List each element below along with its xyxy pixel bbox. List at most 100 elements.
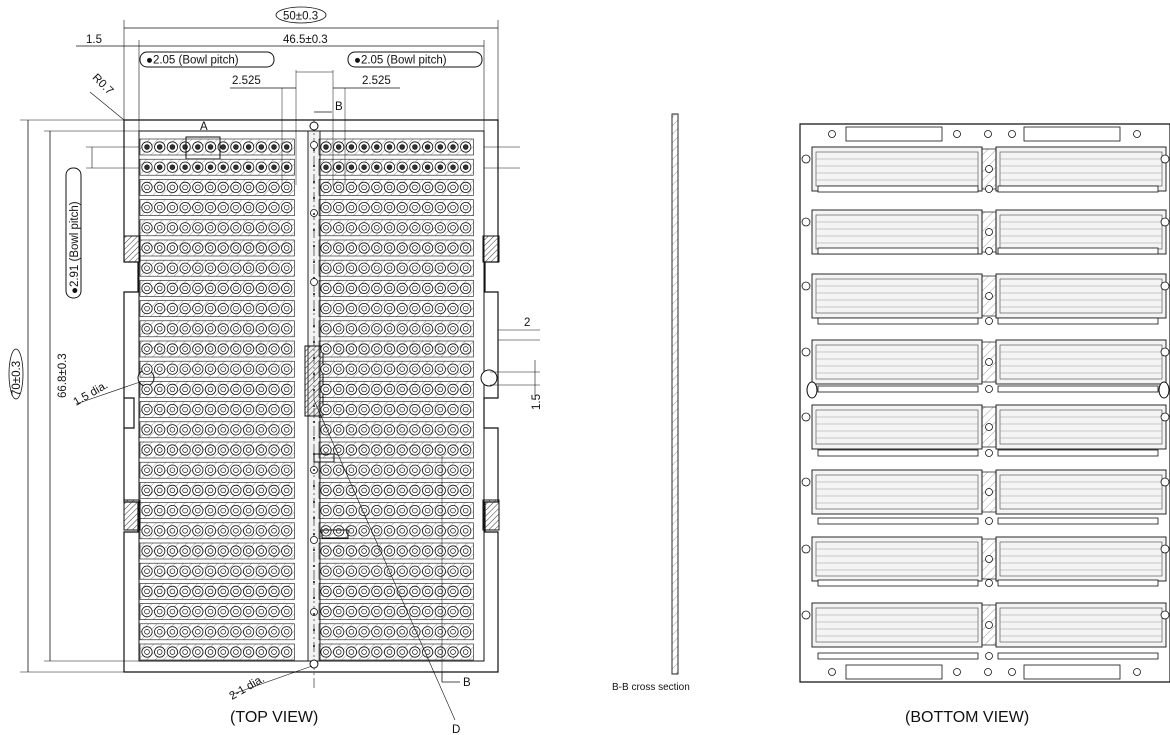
- pocket-bowl: [182, 406, 188, 413]
- bottom-view: (BOTTOM VIEW): [799, 123, 1170, 726]
- pocket-bowl: [462, 487, 469, 494]
- pocket-bowl: [437, 326, 444, 332]
- bottom-pocket-inner: [815, 474, 979, 510]
- pocket-bowl: [207, 305, 214, 312]
- channel-dot: [313, 213, 315, 215]
- pocket-bowl: [233, 487, 239, 494]
- section-mark-bottom: B: [463, 677, 471, 689]
- channel-dot: [313, 597, 315, 599]
- pocket-bowl: [156, 184, 163, 191]
- pocket-row: [318, 138, 474, 156]
- bottom-pocket-inner: [815, 344, 979, 380]
- pocket-bowl: [245, 427, 252, 433]
- pocket-bowl: [348, 346, 355, 352]
- pocket-bowl: [182, 204, 188, 211]
- pocket-bowl: [335, 528, 342, 534]
- pocket-bowl: [450, 164, 456, 170]
- pocket-bowl: [437, 245, 444, 251]
- pocket-bowl: [258, 467, 265, 473]
- pocket-bowl: [195, 588, 201, 595]
- pocket-bowl: [335, 366, 342, 372]
- pocket-bowl: [271, 184, 277, 191]
- pocket-bowl: [361, 346, 367, 352]
- pocket-bowl: [144, 588, 150, 595]
- pocket-grid: [139, 138, 474, 661]
- bottom-pocket-inner: [999, 607, 1163, 643]
- pocket-bowl: [399, 245, 405, 251]
- pocket-bowl: [335, 225, 342, 231]
- pocket-bowl: [424, 528, 431, 534]
- pocket-bowl: [207, 588, 214, 595]
- bottom-pocket-block: [995, 404, 1167, 450]
- pocket-bowl: [399, 346, 405, 352]
- pocket-bowl: [195, 568, 201, 574]
- pocket-bowl: [386, 346, 393, 352]
- overall-height-dim: 70±0.3: [11, 361, 23, 396]
- pocket-bowl: [361, 649, 367, 655]
- pocket-bowl: [195, 487, 201, 494]
- pocket-bowl: [437, 164, 444, 170]
- pocket-bowl: [156, 427, 163, 433]
- pocket-bowl: [245, 144, 252, 150]
- channel-dot: [313, 309, 315, 311]
- channel-dot: [313, 165, 315, 167]
- pocket-bowl: [412, 447, 418, 453]
- bottom-hole: [985, 185, 993, 193]
- pocket-bowl: [437, 366, 444, 372]
- pocket-bowl: [156, 326, 163, 332]
- bottom-hole: [985, 423, 993, 431]
- pocket-bowl: [283, 164, 290, 170]
- pocket-bowl: [361, 406, 367, 413]
- pocket-bowl: [323, 629, 329, 635]
- pocket-bowl: [399, 487, 405, 494]
- pocket-bowl: [361, 629, 367, 635]
- pocket-bowl: [258, 164, 265, 170]
- channel-dot: [313, 405, 315, 407]
- right-dim-15: 1.5: [531, 394, 543, 410]
- pocket-bowl: [412, 427, 418, 433]
- pocket-bowl: [220, 285, 226, 292]
- pocket-bowl: [437, 629, 444, 635]
- pocket-bowl: [361, 305, 367, 312]
- top-view: A 50±0.3 46.5±0.3 1.5 ●2.05 (Bowl pitch)…: [8, 6, 543, 735]
- pocket-bowl: [169, 245, 176, 251]
- pocket-row: [139, 421, 295, 439]
- bottom-hole: [1133, 668, 1141, 676]
- pocket-bowl: [399, 326, 405, 332]
- bottom-slot: [997, 317, 1159, 325]
- pocket-bowl: [283, 528, 290, 534]
- pocket-bowl: [169, 487, 176, 494]
- pocket-bowl: [412, 366, 418, 372]
- pocket-bowl: [335, 406, 342, 413]
- pocket-bowl: [245, 406, 252, 413]
- bottom-hole: [985, 317, 993, 325]
- pocket-bowl: [245, 629, 252, 635]
- pocket-bowl: [386, 164, 393, 170]
- pocket-bowl: [335, 164, 342, 170]
- channel-dot: [313, 325, 315, 327]
- pocket-bowl: [220, 406, 226, 413]
- pocket-bowl: [462, 528, 469, 534]
- pocket-bowl: [169, 225, 176, 231]
- pocket-bowl: [195, 245, 201, 251]
- bottom-hole: [985, 579, 993, 587]
- pocket-bowl: [437, 528, 444, 534]
- pocket-bowl: [399, 285, 405, 292]
- pocket-bowl: [462, 285, 469, 292]
- channel-dot: [313, 501, 315, 503]
- pocket-bowl: [207, 467, 214, 473]
- pocket-bowl: [348, 285, 355, 292]
- pocket-bowl: [156, 487, 163, 494]
- pocket-bowl: [144, 225, 150, 231]
- pocket-row: [318, 199, 474, 216]
- pocket-bowl: [424, 144, 431, 150]
- pocket-bowl: [169, 184, 176, 191]
- pocket-bowl: [462, 386, 469, 393]
- pocket-row: [139, 199, 295, 216]
- channel-dot: [313, 485, 315, 487]
- hole-dia-bottom: 2-1 dia.: [228, 673, 267, 703]
- pocket-bowl: [195, 265, 201, 271]
- pocket-bowl: [374, 245, 380, 251]
- pocket-bowl: [182, 285, 188, 292]
- pocket-row: [139, 320, 295, 338]
